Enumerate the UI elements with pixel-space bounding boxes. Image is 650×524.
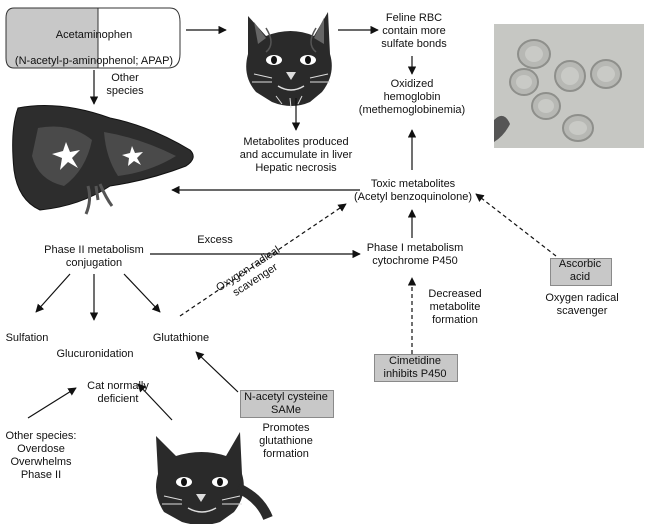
oxidized-hemoglobin-label: Oxidized hemoglobin (methemoglobinemia) [358,78,466,116]
toxic-metabolites-label: Toxic metabolites (Acetyl benzoquinolone… [353,178,473,203]
acetaminophen-title: Acetaminophen [55,29,133,41]
sulfation-label: Sulfation [5,332,49,344]
cimetidine-box [374,354,458,382]
acetaminophen-subtitle: (N-acetyl-p-aminophenol; APAP) [14,55,174,67]
other-species-bottom-label: Other species: Overdose Overwhelms Phase… [5,430,77,481]
oxygen-radical-scavenger-right-label: Oxygen radical scavenger [545,292,619,317]
cimetidine-label: Cimetidine inhibits P450 [383,355,447,380]
feline-rbc-label: Feline RBC contain more sulfate bonds [381,12,447,50]
n-acetyl-cysteine-box [240,390,334,418]
excess-label: Excess [197,234,233,246]
glutathione-label: Glutathione [152,332,210,344]
promotes-glutathione-label: Promotes glutathione formation [259,422,313,460]
acetaminophen-label: Acetaminophen (N-acetyl-p-aminophenol; A… [6,16,182,68]
rbc-micrograph [494,24,644,148]
rbc-cells-icon [494,24,644,148]
liver-icon [12,105,194,215]
cat-head-icon [246,12,332,109]
decreased-metabolite-label: Decreased metabolite formation [428,288,482,326]
other-species-top-label: Other species [106,72,144,97]
phase2-label: Phase II metabolism conjugation [44,244,144,269]
ascorbic-acid-label: Ascorbic acid [558,258,602,283]
ascorbic-acid-box [550,258,612,286]
metabolites-liver-label: Metabolites produced and accumulate in l… [239,136,353,174]
glucuronidation-label: Glucuronidation [56,348,134,360]
phase1-label: Phase I metabolism cytochrome P450 [366,242,464,267]
cat-deficient-label: Cat normally deficient [87,380,149,405]
solid-arrows [27,25,417,421]
n-acetyl-cysteine-label: N-acetyl cysteine SAMe [244,391,328,416]
cat-head-icon [156,432,273,524]
dashed-arrows [179,193,557,354]
acetaminophen-capsule-icon [5,7,181,69]
